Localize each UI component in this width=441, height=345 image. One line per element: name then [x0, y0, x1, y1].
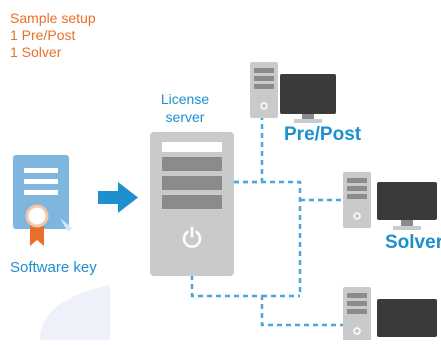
license-server-label-line2: server — [165, 109, 205, 125]
setup-note-prepost-count: 1 Pre/Post — [10, 27, 76, 43]
desktop-computer-icon — [250, 62, 336, 123]
desktop-computer-icon — [343, 287, 437, 343]
setup-note-title: Sample setup — [10, 10, 96, 26]
seal-icon — [25, 204, 49, 228]
arrow-icon — [98, 182, 138, 213]
power-icon — [182, 226, 202, 248]
license-server-icon — [150, 132, 234, 276]
connector-trunk — [234, 180, 302, 296]
certificate-icon — [13, 155, 72, 246]
setup-note-solver-count: 1 Solver — [10, 44, 62, 60]
software-key-label: Software key — [10, 259, 97, 276]
license-server-label: License server — [150, 90, 220, 126]
background-swoosh — [40, 285, 110, 340]
setup-note: Sample setup 1 Pre/Post 1 Solver — [10, 10, 96, 61]
desktop-computer-icon — [343, 172, 437, 230]
connector-server-bottom — [190, 275, 343, 327]
license-server-label-line1: License — [160, 91, 210, 107]
network-connectors — [190, 118, 343, 327]
prepost-label: Pre/Post — [284, 124, 362, 145]
connector-server-prepost — [234, 118, 264, 184]
solver-label: Solver — [385, 232, 441, 253]
